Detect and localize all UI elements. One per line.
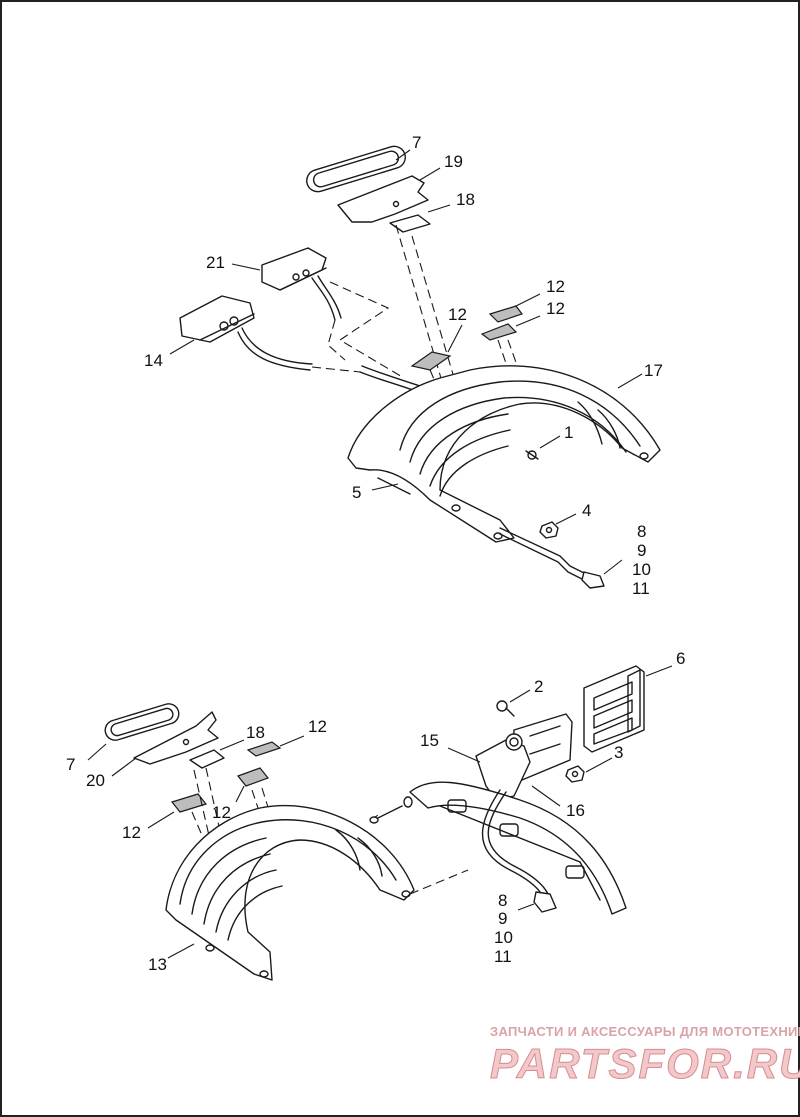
callout-5: 5 xyxy=(352,483,361,502)
part-14-lamp-housing xyxy=(179,295,255,343)
part-3-nut xyxy=(565,765,585,783)
callout-13: 13 xyxy=(148,955,167,974)
callout-3: 3 xyxy=(614,743,623,762)
part-18-gasket-upper xyxy=(389,214,431,233)
part-21-lamp-housing xyxy=(261,247,327,291)
part-2-screw xyxy=(496,700,515,717)
callout-8-upper: 8 xyxy=(637,522,646,541)
part-12-pad-lower-b xyxy=(237,767,269,787)
callout-10-upper: 10 xyxy=(632,560,651,579)
callout-18-upper: 18 xyxy=(456,190,475,209)
part-15-lamp-bracket xyxy=(475,733,531,801)
part-17-fender-upper xyxy=(347,365,661,543)
callout-11-upper: 11 xyxy=(632,579,650,598)
callout-12-lower-b: 12 xyxy=(212,803,231,822)
harness-lower xyxy=(481,789,545,899)
connector-lower xyxy=(533,891,557,913)
watermark-tagline: ЗАПЧАСТИ И АКСЕССУАРЫ ДЛЯ МОТОТЕХНИКИ xyxy=(490,1024,800,1039)
watermark: ЗАПЧАСТИ И АКСЕССУАРЫ ДЛЯ МОТОТЕХНИКИ PA… xyxy=(490,1024,800,1088)
harness-upper xyxy=(499,527,591,577)
callout-labels: 7 19 18 21 12 12 12 14 17 1 5 4 8 9 10 1… xyxy=(66,133,685,974)
callout-4: 4 xyxy=(582,501,591,520)
upper-assembly xyxy=(169,145,661,589)
callout-1: 1 xyxy=(564,423,573,442)
part-21-wire xyxy=(311,277,336,321)
callout-12-upper-a: 12 xyxy=(448,305,467,324)
callout-11-lower: 11 xyxy=(494,947,512,966)
callout-2: 2 xyxy=(534,677,543,696)
part-4-nut xyxy=(539,521,559,539)
part-14-wire xyxy=(237,331,311,371)
callout-20: 20 xyxy=(86,771,105,790)
lower-assembly xyxy=(87,665,673,981)
callout-9-lower: 9 xyxy=(498,909,507,928)
part-6-rack xyxy=(583,665,645,753)
callout-14: 14 xyxy=(144,351,163,370)
callout-18-lower: 18 xyxy=(246,723,265,742)
callout-12-upper-b: 12 xyxy=(546,277,565,296)
part-12-pad-upper-b xyxy=(488,305,523,323)
part-12-pad-upper-c xyxy=(480,323,518,341)
bolt-and-washer xyxy=(369,796,413,824)
part-20-bracket xyxy=(133,711,219,765)
callout-9-upper: 9 xyxy=(637,541,646,560)
callout-12-upper-c: 12 xyxy=(546,299,565,318)
watermark-brand: PARTSFOR.RU xyxy=(490,1040,800,1087)
callout-15: 15 xyxy=(420,731,439,750)
part-18-gasket-lower xyxy=(189,749,225,769)
part-19-bracket-plate xyxy=(337,175,429,223)
part-7-lens-strip-lower xyxy=(104,703,180,741)
part-1-screw xyxy=(525,450,539,460)
callout-19: 19 xyxy=(444,152,463,171)
callout-12-lower-a: 12 xyxy=(308,717,327,736)
callout-7-lower: 7 xyxy=(66,755,75,774)
part-13-fender-lower xyxy=(165,804,415,981)
callout-8-lower: 8 xyxy=(498,891,507,910)
callout-7-upper: 7 xyxy=(412,133,421,152)
part-7-lens-strip-upper xyxy=(306,145,406,193)
part-12-pad-upper-a xyxy=(410,351,452,371)
callout-17: 17 xyxy=(644,361,663,380)
callout-6: 6 xyxy=(676,649,685,668)
part-5-rod xyxy=(377,477,411,495)
callout-16: 16 xyxy=(566,801,585,820)
part-12-pad-lower-c xyxy=(170,793,208,813)
part-12-pad-lower-a xyxy=(246,741,282,757)
connector-upper xyxy=(581,571,605,589)
callout-10-lower: 10 xyxy=(494,928,513,947)
callout-21: 21 xyxy=(206,253,225,272)
support-rail xyxy=(409,781,627,915)
callout-12-lower-c: 12 xyxy=(122,823,141,842)
